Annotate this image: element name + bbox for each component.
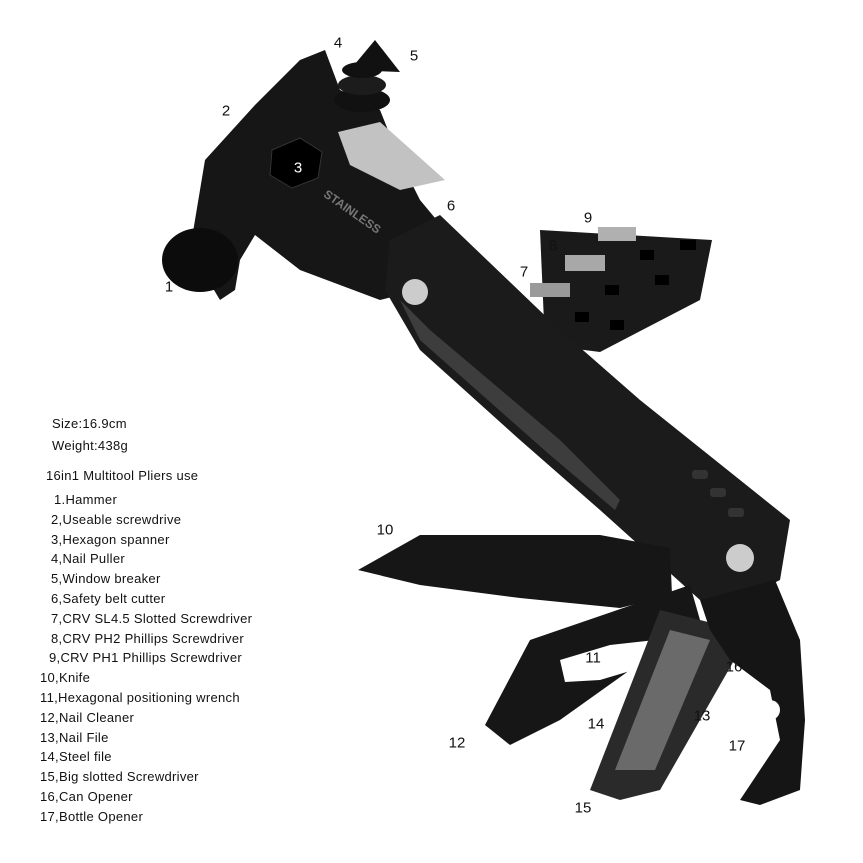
callout-11: 11 (585, 649, 601, 667)
knife-blade (358, 535, 672, 608)
wrench-tool (485, 585, 700, 745)
callout-15: 15 (574, 799, 592, 817)
callout-12: 12 (448, 734, 466, 752)
feature-item: 1.Hammer (54, 492, 118, 507)
feature-item: 7,CRV SL4.5 Slotted Screwdriver (51, 610, 253, 626)
feature-item: 2,Useable screwdrive (51, 511, 182, 527)
feature-item: 11,Hexagonal positioning wrench (40, 690, 240, 705)
callout-9: 9 (583, 209, 593, 227)
callout-16: 16 (725, 658, 743, 676)
screw-top (402, 279, 428, 305)
callout-8: 8 (548, 237, 558, 255)
callout-5: 5 (409, 47, 419, 65)
callout-13: 13 (693, 707, 711, 725)
spring (334, 88, 390, 112)
feature-item: 17,Bottle Opener (40, 808, 144, 824)
callout-10: 10 (376, 521, 394, 539)
hammer-head: STAINLESS (162, 40, 445, 300)
ph2-bit (565, 255, 605, 271)
callout-4: 4 (333, 34, 343, 52)
feature-item: 4,Nail Puller (51, 551, 125, 567)
file-tool (590, 610, 740, 800)
feature-item: 8,CRV PH2 Phillips Screwdriver (51, 630, 244, 646)
feature-item: 13,Nail File (40, 729, 109, 745)
bit-holder (530, 227, 712, 352)
feature-item: 9,CRV PH1 Phillips Screwdriver (49, 650, 242, 666)
callout-17: 17 (728, 737, 746, 755)
window-breaker-tip (350, 40, 400, 72)
callout-2: 2 (221, 102, 231, 120)
callout-14: 14 (587, 715, 605, 733)
slotted-bit (530, 283, 570, 297)
opener-tool (700, 580, 805, 805)
callout-1: 1 (164, 278, 174, 296)
feature-item: 12,Nail Cleaner (40, 709, 135, 725)
feature-item: 16,Can Opener (40, 789, 133, 804)
handle (385, 215, 790, 600)
feature-item: 10,Knife (40, 670, 91, 686)
screw-bottom (726, 544, 754, 572)
size-text: Size:16.9cm (52, 416, 127, 431)
callout-6: 6 (446, 197, 456, 215)
feature-item: 15,Big slotted Screwdriver (40, 769, 199, 785)
feature-item: 3,Hexagon spanner (51, 531, 170, 547)
feature-item: 6,Safety belt cutter (51, 591, 166, 606)
belt-cutter (338, 122, 445, 190)
ph1-bit (598, 227, 636, 241)
feature-item: 14,Steel file (40, 749, 112, 765)
callout-3: 3 (293, 159, 303, 177)
weight-text: Weight:438g (52, 438, 129, 453)
hammer-face (162, 228, 238, 292)
callout-7: 7 (519, 263, 529, 281)
hex-spanner (269, 137, 323, 189)
feature-heading: 16in1 Multitool Pliers use (46, 468, 199, 483)
feature-item: 5,Window breaker (51, 571, 161, 587)
